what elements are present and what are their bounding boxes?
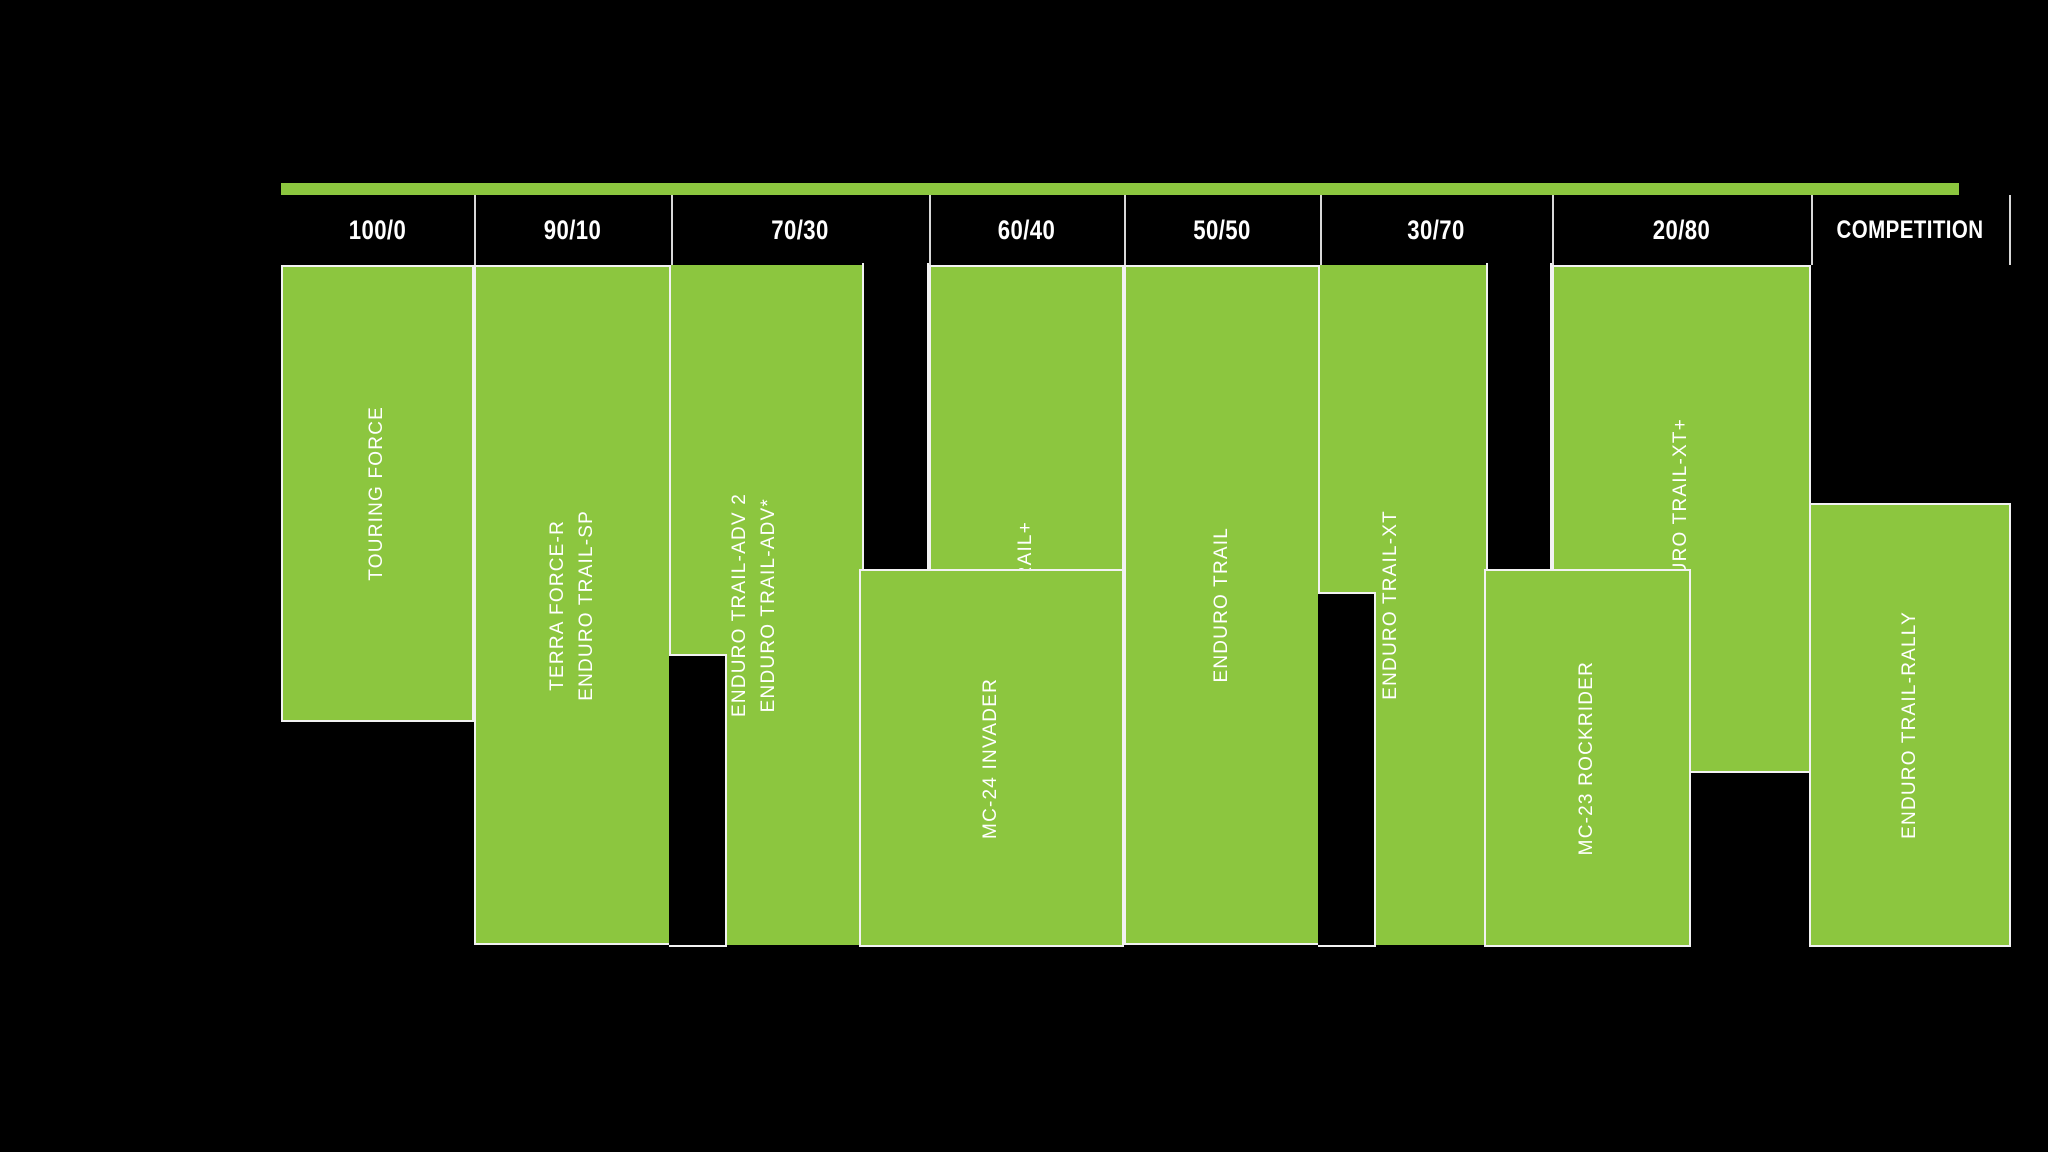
bar-label-touring-force: TOURING FORCE <box>366 406 388 581</box>
header-divider <box>474 195 476 265</box>
plot-area: TOURING FORCE TERRA FORCE-R ENDURO TRAIL… <box>281 263 2011 947</box>
notch-30-70-right <box>1486 263 1552 571</box>
bar-label-enduro-trail-xt: ENDURO TRAIL-XT <box>1379 510 1401 700</box>
bar-enduro-trail[interactable]: ENDURO TRAIL <box>1124 265 1320 945</box>
header-divider <box>2009 195 2011 265</box>
notch-30-70-left-bottom <box>1318 592 1376 947</box>
top-accent-rule <box>281 183 1959 195</box>
header-cell-20-80[interactable]: 20/80 <box>1652 214 1711 245</box>
bar-label-enduro-trail: ENDURO TRAIL <box>1210 527 1232 683</box>
bar-label-line-2: ENDURO TRAIL-SP <box>575 509 597 701</box>
header-cell-competition[interactable]: COMPETITION <box>1836 215 1984 244</box>
bar-label-enduro-trail-rally: ENDURO TRAIL-RALLY <box>1898 611 1920 839</box>
header-cell-90-10[interactable]: 90/10 <box>543 214 602 245</box>
header-divider <box>1552 195 1554 265</box>
header-divider <box>671 195 673 265</box>
header-cell-100-0[interactable]: 100/0 <box>348 214 407 245</box>
header-divider <box>1811 195 1813 265</box>
header-cell-60-40[interactable]: 60/40 <box>997 214 1056 245</box>
bar-label-mc24-invader: MC-24 INVADER <box>980 677 1002 839</box>
header-cell-50-50[interactable]: 50/50 <box>1193 214 1251 245</box>
notch-70-30-left-bottom <box>669 654 727 947</box>
header-divider <box>1124 195 1126 265</box>
bar-label-line-1: TERRA FORCE-R <box>546 519 568 691</box>
bar-touring-force[interactable]: TOURING FORCE <box>281 265 474 722</box>
bar-label-terra-force-r: TERRA FORCE-R ENDURO TRAIL-SP <box>545 510 601 701</box>
bar-label-enduro-trail-adv: ENDURO TRAIL-ADV 2 ENDURO TRAIL-ADV* <box>727 493 783 717</box>
bar-label-line-2: ENDURO TRAIL-ADV* <box>758 497 779 713</box>
header-cell-70-30[interactable]: 70/30 <box>771 214 829 245</box>
bar-mc24-invader[interactable]: MC-24 INVADER <box>859 569 1124 947</box>
header-divider <box>1320 195 1322 265</box>
header-divider <box>929 195 931 265</box>
bar-label-mc23-rockrider: MC-23 ROCKRIDER <box>1576 660 1598 856</box>
bar-label-line-1: ENDURO TRAIL-ADV 2 <box>729 493 751 717</box>
bar-enduro-trail-rally[interactable]: ENDURO TRAIL-RALLY <box>1809 503 2011 947</box>
header-row: 100/0 90/10 70/30 60/40 50/50 30/70 20/8… <box>281 195 2011 265</box>
header-cell-30-70[interactable]: 30/70 <box>1407 214 1465 245</box>
bar-terra-force-r[interactable]: TERRA FORCE-R ENDURO TRAIL-SP <box>474 265 671 945</box>
bar-mc23-rockrider[interactable]: MC-23 ROCKRIDER <box>1484 569 1691 947</box>
notch-70-30-right <box>862 263 929 571</box>
